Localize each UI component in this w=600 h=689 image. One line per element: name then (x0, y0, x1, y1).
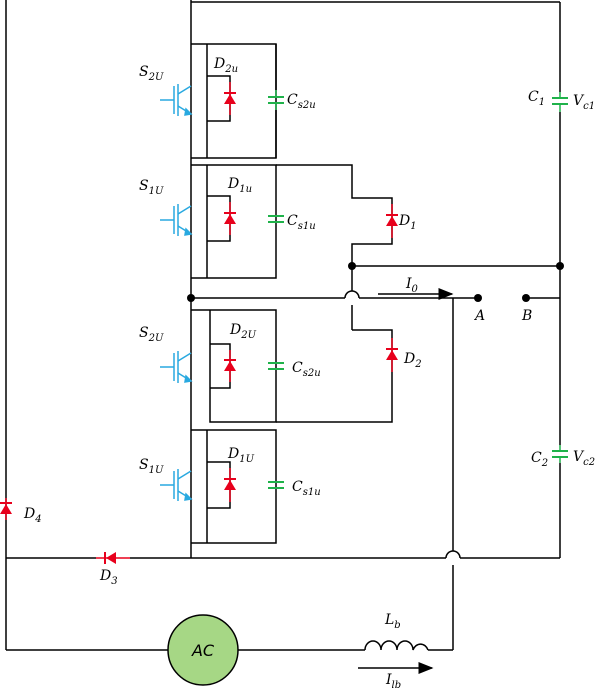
capacitor-cs1u-bottom (268, 481, 284, 489)
igbt-s1u-bottom (160, 469, 193, 501)
label-vc2: Vc2 (573, 449, 595, 468)
label-cs2u-top: Cs2u (287, 92, 316, 111)
label-d2u-bottom: D2U (229, 322, 257, 341)
label-cs1u-bottom: Cs1u (292, 479, 321, 498)
junction-node (348, 262, 356, 270)
ac-source: AC (167, 614, 239, 686)
label-cs2u-bottom: Cs2u (292, 360, 321, 379)
label-cs1u-top: Cs1u (287, 213, 316, 232)
capacitor-c2 (552, 445, 568, 463)
diode-d1u-top (224, 202, 236, 235)
label-lb: Lb (384, 612, 401, 631)
label-d2: D2 (403, 351, 422, 370)
label-d3: D3 (99, 568, 118, 587)
label-c1: C1 (528, 89, 545, 108)
ac-source-label: AC (191, 641, 215, 660)
label-d1u-bottom: D1U (227, 446, 255, 465)
inductor-lb (364, 640, 429, 651)
diode-d1u-bottom (224, 468, 236, 502)
diode-d1 (386, 204, 398, 238)
label-d1u-top: D1u (227, 176, 252, 195)
label-c2: C2 (531, 450, 548, 469)
label-terminal-a: A (473, 308, 485, 324)
diode-d4 (0, 498, 12, 520)
label-s1u-bottom: S1U (139, 457, 164, 476)
label-d2u-top: D2u (213, 56, 238, 75)
label-terminal-b: B (521, 308, 532, 324)
diode-d2 (386, 338, 398, 372)
diode-d3 (96, 552, 130, 564)
igbt-s1u-top (160, 204, 193, 236)
igbt-s2u-bottom (160, 351, 193, 383)
label-d1: D1 (398, 213, 417, 232)
label-ilb: Ilb (385, 672, 401, 689)
label-i0: I0 (405, 276, 419, 295)
capacitor-cs2u-bottom (268, 362, 284, 370)
label-s1u-top: S1U (139, 178, 164, 197)
wiring (5, 0, 561, 651)
diode-d2u-top (224, 82, 236, 115)
label-vc1: Vc1 (573, 93, 595, 112)
terminal-a (474, 294, 482, 302)
label-s2u-bottom: S2U (139, 325, 164, 344)
junction-node (556, 262, 564, 270)
capacitor-c1 (552, 92, 568, 112)
label-s2u-top: S2U (139, 64, 164, 83)
junction-node (187, 294, 195, 302)
capacitor-cs2u-top (268, 90, 284, 110)
diode-d2u-bottom (224, 350, 236, 382)
capacitor-cs1u-top (268, 215, 284, 223)
label-d4: D4 (23, 506, 42, 525)
igbt-s2u-top (160, 84, 193, 116)
terminal-b (522, 294, 530, 302)
